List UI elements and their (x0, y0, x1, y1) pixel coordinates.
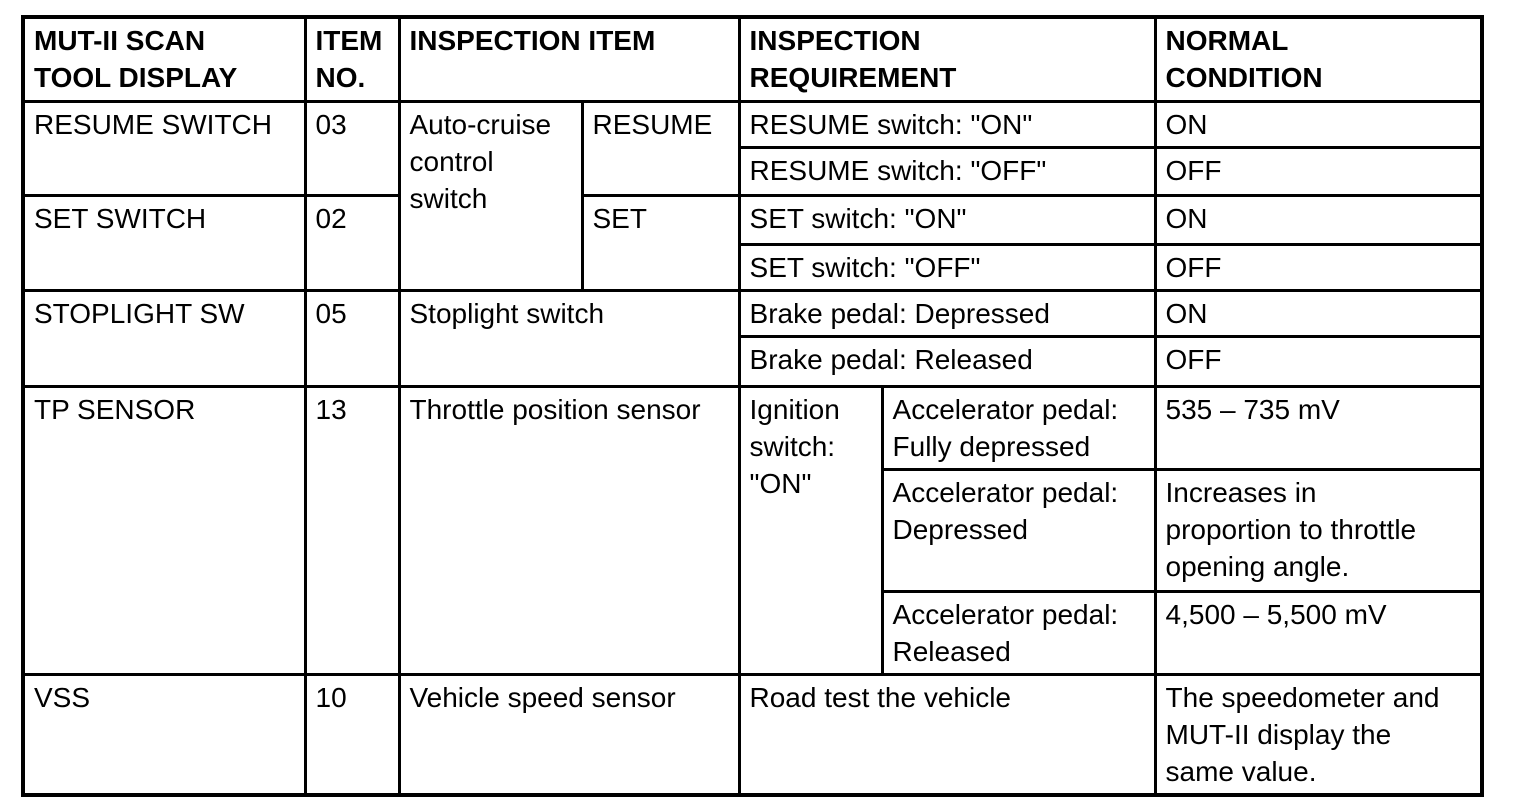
cell-resume-off-requirement: RESUME switch: "OFF" (737, 145, 1157, 197)
cell-accel-fully-depressed-normal: 535 – 735 mV (1153, 384, 1484, 471)
mut-scan-tool-data-table: MUT-II SCAN TOOL DISPLAY ITEM NO. INSPEC… (21, 15, 1485, 797)
cell-ignition-switch-condition: Ignition switch: "ON" (737, 384, 884, 676)
cell-auto-cruise-group-item: Auto-cruise control switch (397, 99, 584, 292)
cell-set-off-requirement: SET switch: "OFF" (737, 242, 1157, 292)
cell-throttle-position-sensor-item: Throttle position sensor (397, 384, 741, 676)
cell-resume-on-requirement: RESUME switch: "ON" (737, 99, 1157, 149)
cell-set-switch-display: SET SWITCH (21, 193, 307, 292)
cell-stoplight-switch-item: Stoplight switch (397, 288, 741, 388)
table-row: RESUME SWITCH 03 Auto-cruise control swi… (21, 99, 1484, 292)
cell-brake-depressed-requirement: Brake pedal: Depressed (737, 288, 1157, 338)
cell-vss-item-no: 10 (303, 672, 401, 796)
table-row: SET SWITCH 02 SET SET switch: "ON" ON (21, 193, 1484, 292)
cell-resume-switch-item-no: 03 (303, 99, 401, 197)
cell-tp-sensor-display: TP SENSOR (21, 384, 307, 676)
table-row: Brake pedal: Released OFF (23, 334, 1484, 388)
cell-brake-depressed-normal: ON (1153, 288, 1484, 338)
cell-road-test-requirement: Road test the vehicle (737, 672, 1157, 796)
cell-tp-sensor-item-no: 13 (303, 384, 401, 676)
cell-brake-released-normal: OFF (1153, 334, 1484, 388)
cell-vss-normal: The speedometer and MUT-II display the s… (1153, 672, 1484, 796)
cell-set-off-normal: OFF (1153, 242, 1484, 292)
table-row: STOPLIGHT SW 05 Stoplight switch Brake p… (21, 288, 1484, 388)
cell-resume-sub-item: RESUME (580, 99, 741, 197)
cell-set-sub-item: SET (580, 193, 741, 292)
cell-stoplight-sw-item-no: 05 (303, 288, 401, 388)
header-mut-scan-tool-display: MUT-II SCAN TOOL DISPLAY (21, 15, 307, 103)
table-row: Accelerator pedal: Released 4,500 – 5,50… (23, 589, 1484, 676)
cell-accel-released-normal: 4,500 – 5,500 mV (1153, 589, 1484, 676)
header-item-no: ITEM NO. (303, 15, 401, 103)
table-row: SET switch: "OFF" OFF (23, 242, 1484, 292)
cell-accel-depressed-requirement: Accelerator pedal: Depressed (880, 467, 1157, 593)
cell-resume-on-normal: ON (1153, 99, 1484, 149)
header-row: MUT-II SCAN TOOL DISPLAY ITEM NO. INSPEC… (21, 15, 1484, 103)
cell-stoplight-sw-display: STOPLIGHT SW (21, 288, 307, 388)
cell-set-on-normal: ON (1153, 193, 1484, 246)
cell-vss-display: VSS (21, 672, 307, 796)
table-row: VSS 10 Vehicle speed sensor Road test th… (21, 672, 1484, 796)
table-row: RESUME switch: "OFF" OFF (23, 145, 1484, 197)
cell-accel-released-requirement: Accelerator pedal: Released (880, 589, 1157, 676)
table-row: TP SENSOR 13 Throttle position sensor Ig… (21, 384, 1484, 676)
cell-set-on-requirement: SET switch: "ON" (737, 193, 1157, 246)
cell-set-switch-item-no: 02 (303, 193, 401, 292)
header-inspection-requirement: INSPECTION REQUIREMENT (737, 15, 1157, 103)
cell-resume-off-normal: OFF (1153, 145, 1484, 197)
cell-accel-fully-depressed-requirement: Accelerator pedal: Fully depressed (880, 384, 1157, 471)
table-row: Accelerator pedal: Depressed Increases i… (23, 467, 1484, 593)
header-inspection-item: INSPECTION ITEM (397, 15, 741, 103)
cell-resume-switch-display: RESUME SWITCH (21, 99, 307, 197)
cell-brake-released-requirement: Brake pedal: Released (737, 334, 1157, 388)
cell-vehicle-speed-sensor-item: Vehicle speed sensor (397, 672, 741, 796)
header-normal-condition: NORMAL CONDITION (1153, 15, 1484, 103)
cell-accel-depressed-normal: Increases in proportion to throttle open… (1153, 467, 1484, 593)
